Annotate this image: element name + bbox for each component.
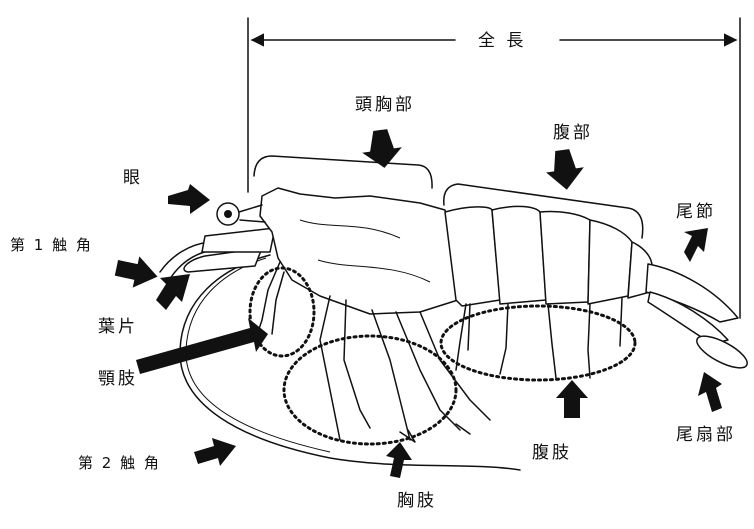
label-abdomen: 腹部 <box>553 123 593 143</box>
label-total-length: 全 長 <box>478 31 526 51</box>
cephalothorax-bracket <box>254 156 432 188</box>
label-eye: 眼 <box>123 168 143 188</box>
label-second-antenna: 第 2 触 角 <box>78 454 161 472</box>
label-cephalothorax: 頭胸部 <box>355 95 415 115</box>
label-pereiopod: 胸肢 <box>397 491 437 511</box>
label-scale: 葉片 <box>98 317 138 337</box>
label-pleopod: 腹肢 <box>532 443 572 463</box>
label-first-antenna: 第 1 触 角 <box>10 236 93 254</box>
label-telson: 尾節 <box>676 202 716 222</box>
label-maxilliped: 顎肢 <box>98 369 138 389</box>
label-uropod: 尾扇部 <box>676 425 736 445</box>
